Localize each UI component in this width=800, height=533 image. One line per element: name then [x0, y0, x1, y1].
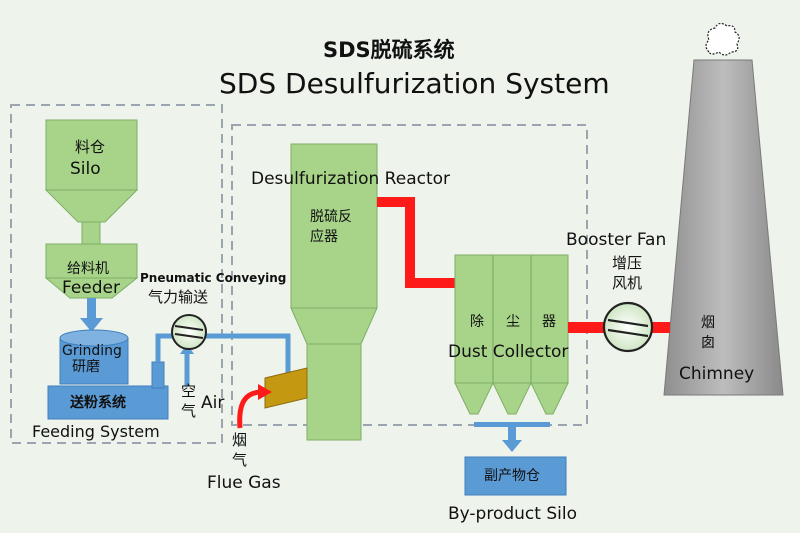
feeding-system-boundary [10, 104, 223, 444]
pneumatic-label-cn: 气力输送 [148, 288, 209, 306]
powder-feed-stack [151, 361, 165, 389]
collector-to-fan-duct [568, 322, 604, 333]
feeder-cone [44, 277, 139, 299]
reactor-body [290, 143, 378, 309]
dust-label-cn-1: 除 [470, 314, 484, 330]
reactor-system-boundary [231, 124, 588, 426]
air-label-cn-1: 空 [181, 382, 197, 400]
pneumatic-pipe [155, 333, 291, 380]
chimney-label-cn-2: 囱 [701, 335, 715, 351]
feeding-system-label: Feeding System [32, 422, 160, 441]
flue-gas-arrowhead [258, 384, 272, 400]
feeder-to-grinding-arrow [87, 298, 96, 320]
pneumatic-fan-icon [171, 314, 207, 350]
reactor-label-en: Desulfurization Reactor [251, 169, 451, 189]
booster-fan-label-cn-1: 增压 [612, 254, 643, 272]
dust-hopper-2 [492, 382, 532, 415]
grinding-label-en: Grinding [62, 343, 122, 359]
dust-label-cn-2: 尘 [506, 314, 520, 330]
silo-connector [81, 221, 101, 245]
feeder-to-grinding-arrowhead [80, 318, 103, 332]
chimney [663, 59, 784, 396]
air-label-cn-2: 气 [181, 402, 197, 420]
booster-fan-label-cn-2: 风机 [612, 274, 643, 292]
silo-label-en: Silo [70, 159, 101, 179]
air-label-en: Air [201, 393, 225, 413]
booster-fan-icon [602, 301, 654, 353]
dust-label-cn-3: 器 [542, 314, 556, 330]
byproduct-silo [464, 456, 567, 496]
dust-discharge-arrowhead [502, 440, 522, 452]
reactor-outlet-duct [377, 197, 455, 288]
dust-discharge-down [508, 427, 516, 441]
byproduct-label-cn: 副产物仓 [484, 468, 540, 484]
booster-fan-label-en: Booster Fan [566, 230, 667, 250]
feeder-label-en: Feeder [62, 278, 121, 298]
pneumatic-label-en: Pneumatic Conveying [140, 271, 287, 285]
title-en: SDS Desulfurization System [219, 67, 610, 100]
flue-gas-label-cn-1: 烟 [232, 431, 248, 449]
byproduct-label-en: By-product Silo [448, 504, 577, 524]
grinding-mill-top [59, 329, 129, 347]
smoke-icon [705, 22, 740, 56]
flue-gas-label-cn-2: 气 [232, 451, 248, 469]
silo-cone [44, 189, 139, 223]
reactor-label-cn-1: 脱硫反 [310, 209, 352, 225]
powder-feed-label: 送粉系统 [70, 395, 126, 411]
chimney-label-cn-1: 烟 [701, 315, 715, 331]
powder-feed-box [47, 385, 169, 420]
dust-discharge-pipe [474, 422, 550, 427]
injection-nozzle [264, 367, 308, 409]
title-cn: SDS脱硫系统 [323, 38, 455, 62]
dust-hopper-1 [454, 382, 494, 415]
silo-label-cn: 料仓 [75, 138, 106, 156]
reactor-cone [290, 307, 378, 345]
chimney-label-en: Chimney [679, 364, 755, 384]
grinding-label-cn: 研磨 [72, 359, 100, 375]
dust-label-en: Dust Collector [448, 342, 569, 362]
flue-gas-label-en: Flue Gas [207, 473, 281, 493]
reactor-label-cn-2: 应器 [310, 229, 338, 245]
dust-hopper-3 [530, 382, 569, 415]
feeder-label-cn: 给料机 [67, 261, 109, 277]
fan-to-chimney-duct [652, 322, 670, 333]
reactor-throat [306, 343, 362, 441]
silo-body [45, 119, 138, 191]
